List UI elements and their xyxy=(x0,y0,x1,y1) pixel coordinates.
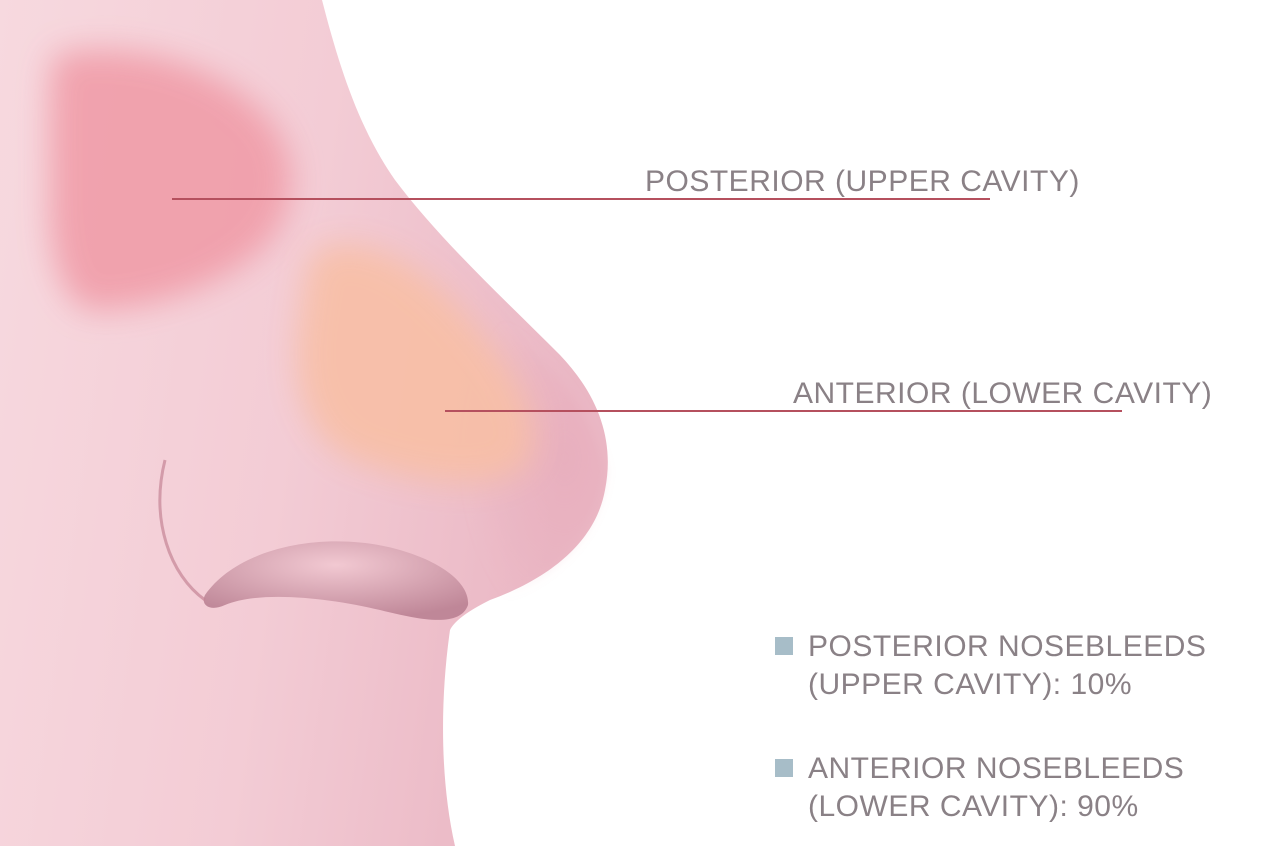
legend-text: POSTERIOR NOSEBLEEDS (UPPER CAVITY): 10% xyxy=(808,628,1206,704)
legend-item-posterior: POSTERIOR NOSEBLEEDS (UPPER CAVITY): 10% xyxy=(775,628,1206,704)
posterior-callout-label: POSTERIOR (UPPER CAVITY) xyxy=(645,167,1080,197)
legend-swatch xyxy=(775,759,793,777)
legend-item-anterior: ANTERIOR NOSEBLEEDS (LOWER CAVITY): 90% xyxy=(775,750,1184,826)
legend-line-2: (LOWER CAVITY): 90% xyxy=(808,788,1184,826)
legend-swatch xyxy=(775,637,793,655)
legend-line-2: (UPPER CAVITY): 10% xyxy=(808,666,1206,704)
legend-line-1: POSTERIOR NOSEBLEEDS xyxy=(808,628,1206,666)
anterior-callout-label: ANTERIOR (LOWER CAVITY) xyxy=(793,379,1212,409)
legend-line-1: ANTERIOR NOSEBLEEDS xyxy=(808,750,1184,788)
legend-text: ANTERIOR NOSEBLEEDS (LOWER CAVITY): 90% xyxy=(808,750,1184,826)
